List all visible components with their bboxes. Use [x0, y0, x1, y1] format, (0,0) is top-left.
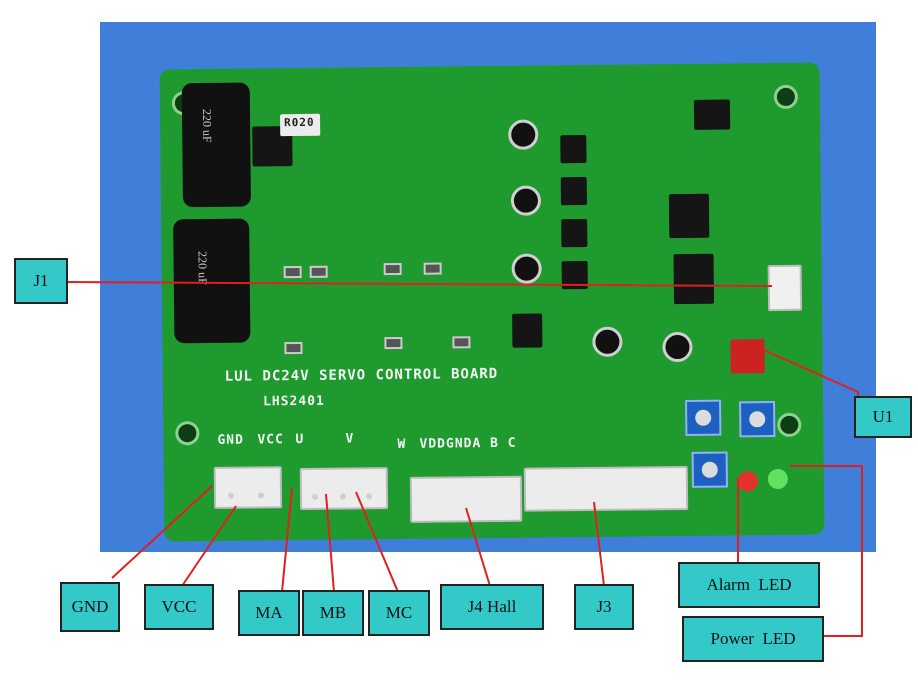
line-vcc	[181, 505, 237, 587]
callout-power-led: Power LED	[682, 616, 824, 662]
line-power	[790, 465, 863, 637]
callout-j1: J1	[14, 258, 68, 304]
callout-mc: MC	[368, 590, 430, 636]
callout-gnd: GND	[60, 582, 120, 632]
line-u1	[763, 349, 859, 404]
callout-u1: U1	[854, 396, 912, 438]
line-j3	[593, 501, 605, 587]
callout-alarm-led: Alarm LED	[678, 562, 820, 608]
line-j1	[65, 281, 773, 287]
line-ma	[281, 487, 293, 593]
callout-j4-hall: J4 Hall	[440, 584, 544, 630]
line-gnd	[111, 485, 213, 579]
line-mc	[355, 491, 399, 593]
callout-vcc: VCC	[144, 584, 214, 630]
line-mb	[325, 493, 335, 593]
callout-mb: MB	[302, 590, 364, 636]
callout-ma: MA	[238, 590, 300, 636]
callout-j3: J3	[574, 584, 634, 630]
line-j4	[465, 507, 491, 587]
photo-backdrop: 220 uF 220 uF R020	[100, 22, 876, 552]
